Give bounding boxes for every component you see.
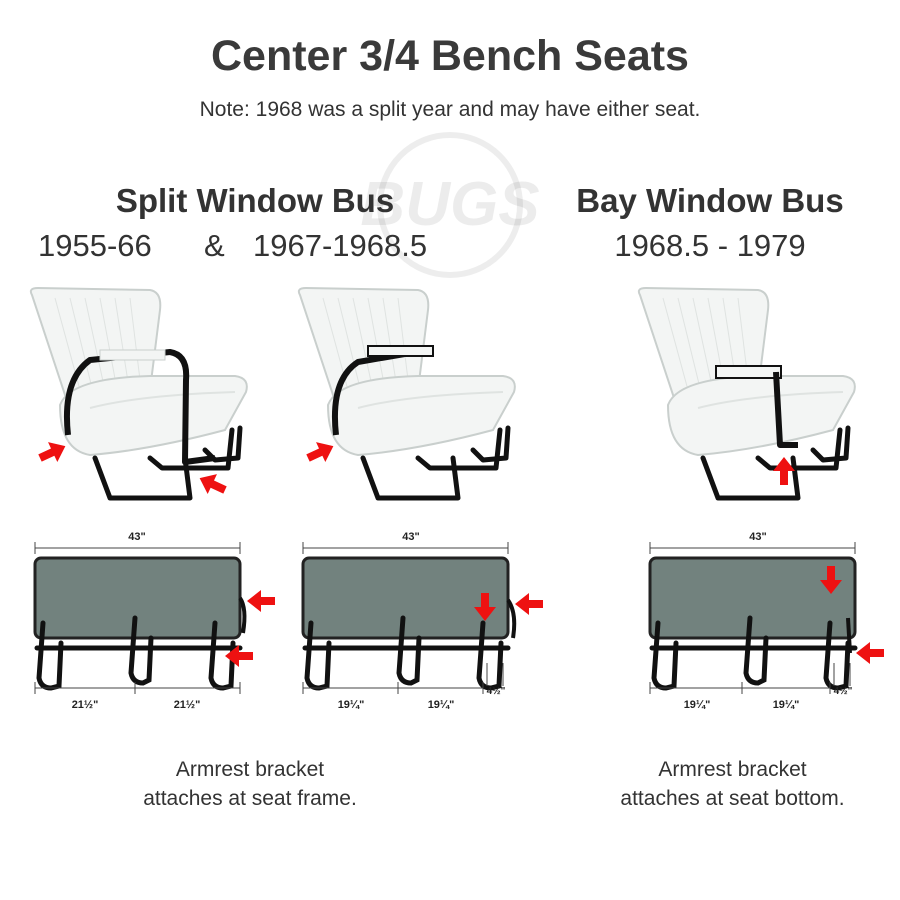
arrow-icon xyxy=(35,436,71,468)
split-caption-line1: Armrest bracket xyxy=(175,758,325,781)
right-dimension-1: 21½" xyxy=(174,699,201,711)
arrow-icon xyxy=(247,590,275,612)
seat-rear-view-1: 43" 21½" 21½" xyxy=(35,531,275,711)
seat-side-view-2 xyxy=(299,288,515,498)
arrow-icon xyxy=(515,593,543,615)
split-caption: Armrest bracket attaches at seat frame. xyxy=(100,755,400,813)
bay-caption: Armrest bracket attaches at seat bottom. xyxy=(580,755,885,813)
arrow-icon xyxy=(303,436,339,468)
bay-caption-line2: attaches at seat bottom. xyxy=(620,787,845,810)
offset-dimension-2: 4½" xyxy=(487,686,506,697)
bay-window-heading: Bay Window Bus xyxy=(576,182,844,219)
page-title: Center 3/4 Bench Seats xyxy=(211,32,689,80)
width-dimension-1: 43" xyxy=(128,531,145,543)
seat-side-view-1 xyxy=(31,288,247,500)
arrow-icon xyxy=(194,468,230,500)
bay-years: 1968.5 - 1979 xyxy=(614,228,806,263)
split-caption-line2: attaches at seat frame. xyxy=(143,787,357,810)
right-dimension-2: 19¼" xyxy=(428,699,455,711)
seat-rear-view-3: 43" 19¼" 19¼" 4½" xyxy=(650,531,884,711)
left-dimension-2: 19¼" xyxy=(338,699,365,711)
seat-side-view-3 xyxy=(639,288,855,498)
right-dimension-3: 19¼" xyxy=(773,699,800,711)
svg-text:BUGS: BUGS xyxy=(360,170,539,239)
offset-dimension-3: 4½" xyxy=(834,686,853,697)
bench-seat-illustrations: 43" 21½" 21½" 43" 19¼" 19¼" 4½" 43" 19 xyxy=(0,280,884,711)
split-year-note: Note: 1968 was a split year and may have… xyxy=(199,98,701,121)
watermark-logo-icon: BUGS xyxy=(360,132,540,278)
split-window-heading: Split Window Bus xyxy=(115,182,395,219)
bay-caption-line1: Armrest bracket xyxy=(658,758,807,781)
seat-rear-view-2: 43" 19¼" 19¼" 4½" xyxy=(303,531,543,711)
width-dimension-2: 43" xyxy=(402,531,419,543)
split-years-early: 1955-66 xyxy=(38,228,152,263)
arrow-icon xyxy=(856,642,884,664)
width-dimension-3: 43" xyxy=(749,531,766,543)
split-years-late: 1967-1968.5 xyxy=(253,228,428,263)
split-years-amp: & xyxy=(204,228,225,263)
left-dimension-3: 19¼" xyxy=(684,699,711,711)
left-dimension-1: 21½" xyxy=(72,699,99,711)
